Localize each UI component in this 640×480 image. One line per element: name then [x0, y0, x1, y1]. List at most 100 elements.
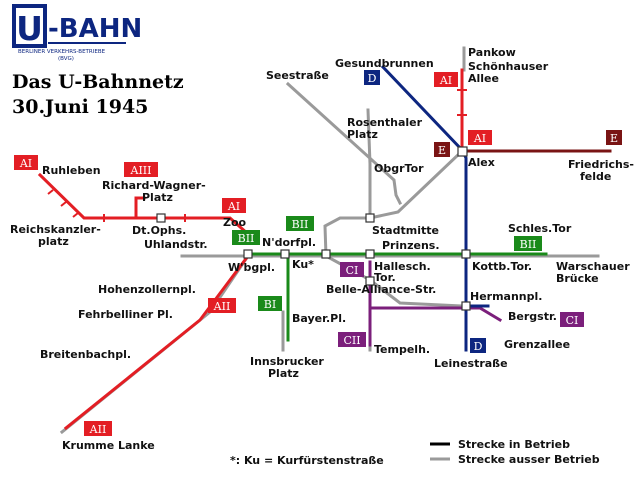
station-tempelhof: Tempelh.	[374, 343, 430, 356]
station-reichskanzlerplatz-2: platz	[38, 235, 69, 248]
station-seestrasse: Seestraße	[266, 69, 329, 82]
svg-text:CI: CI	[566, 314, 579, 327]
station-reichskanzlerplatz: Reichskanzler-	[10, 223, 101, 236]
tag-aiii-rwp: AIII	[124, 162, 158, 177]
interchange-prinzenstrasse	[365, 249, 375, 259]
svg-text:BII: BII	[292, 218, 309, 231]
logo-subtitle-bvg: (BVG)	[58, 56, 74, 62]
tag-ai-pankow: AI	[434, 72, 458, 87]
legend-active-label: Strecke in Betrieb	[458, 438, 570, 451]
station-stadtmitte: Stadtmitte	[372, 224, 439, 237]
tag-aii-krumme: AII	[84, 421, 112, 436]
station-alex: Alex	[468, 156, 495, 169]
station-deutsche-oper: Dt.Ophs.	[132, 224, 186, 237]
station-hallesches-tor: Hallesch.	[374, 260, 431, 273]
station-bayerischer-platz: Bayer.Pl.	[292, 312, 346, 325]
closed-line-alex-west	[323, 150, 463, 258]
station-nollendorfplatz: N'dorfpl.	[262, 236, 316, 249]
station-friedrichsfelde-2: felde	[580, 170, 611, 183]
station-ruhleben: Ruhleben	[42, 164, 101, 177]
logo-u-square	[12, 4, 47, 48]
tag-bii-schles: BII	[514, 236, 542, 251]
tag-d-gesund: D	[364, 70, 380, 85]
interchange-ku	[321, 249, 331, 259]
interchange-nollendorfplatz	[280, 249, 290, 259]
station-grenzallee: Grenzallee	[504, 338, 570, 351]
map-title: Das U-Bahnnetz	[12, 71, 184, 93]
svg-text:AII: AII	[89, 423, 107, 436]
logo-subtitle: BERLINER VERKEHRS-BETRIEBE	[18, 49, 106, 55]
tag-aii-fehrbelliner: AII	[208, 298, 236, 313]
station-schoenhauser: Schönhauser	[468, 60, 549, 73]
interchange-alex	[457, 146, 468, 157]
station-innsbrucker: Innsbrucker	[250, 355, 324, 368]
station-innsbrucker-platz: Platz	[268, 367, 299, 380]
station-zoo: Zoo	[223, 216, 247, 229]
svg-text:AI: AI	[227, 200, 240, 213]
svg-text:CI: CI	[346, 264, 359, 277]
station-rosenthaler-platz: Platz	[347, 128, 378, 141]
interchange-hermannplatz	[461, 301, 471, 311]
map-date: 30.Juni 1945	[12, 96, 148, 118]
interchange-stadtmitte	[365, 213, 375, 223]
station-gesundbrunnen: Gesundbrunnen	[335, 57, 434, 70]
station-pankow: Pankow	[468, 46, 516, 59]
tag-ci-bergstr: CI	[560, 312, 584, 327]
tag-bii-uhland: BII	[232, 230, 260, 245]
station-hohenzollernplatz: Hohenzollernpl.	[98, 283, 196, 296]
svg-text:BII: BII	[238, 232, 255, 245]
station-rosenthaler: Rosenthaler	[347, 116, 423, 129]
svg-text:D: D	[368, 72, 377, 85]
svg-text:BI: BI	[264, 298, 276, 311]
svg-text:AIII: AIII	[130, 164, 152, 177]
closed-line-seestrasse	[285, 81, 403, 206]
station-richard-wagner-platz: Platz	[142, 191, 173, 204]
station-hallesches-tor-2: Tor.	[374, 271, 396, 284]
tag-e-friedrichsfelde: E	[606, 130, 622, 145]
svg-text:CII: CII	[343, 334, 360, 347]
legend: Strecke in Betrieb Strecke ausser Betrie…	[430, 438, 600, 466]
line-tags: AI AI AI AI AII AII AIII BII BII BII BI …	[14, 70, 622, 436]
svg-text:E: E	[610, 132, 618, 145]
station-labels: Pankow Schönhauser Allee Gesundbrunnen S…	[10, 46, 634, 452]
station-krumme-lanke: Krumme Lanke	[62, 439, 155, 452]
station-leinestrasse: Leinestraße	[434, 357, 508, 370]
line-a-iii	[134, 196, 146, 220]
legend-inactive-label: Strecke ausser Betrieb	[458, 453, 600, 466]
svg-text:AI: AI	[439, 74, 452, 87]
station-friedrichsfelde: Friedrichs-	[568, 158, 634, 171]
svg-text:AII: AII	[213, 300, 231, 313]
station-tick	[47, 189, 54, 195]
station-schlesisches-tor: Schles.Tor	[508, 222, 572, 235]
station-belle-alliance: Belle-Alliance-Str.	[326, 283, 436, 296]
station-ticks	[47, 89, 467, 222]
station-hermannplatz: Hermannpl.	[470, 290, 542, 303]
tag-ai-alex: AI	[468, 130, 492, 145]
station-richard-wagner: Richard-Wagner-	[102, 179, 206, 192]
logo-bahn-text: -BAHN	[48, 14, 142, 44]
station-wittenbergplatz: W'bgpl.	[228, 261, 275, 274]
svg-text:AI: AI	[473, 132, 486, 145]
interchange-kottbusser-tor	[461, 249, 471, 259]
station-tick	[72, 212, 79, 218]
svg-text:E: E	[438, 144, 446, 157]
tag-d-leine: D	[470, 338, 486, 353]
tag-bii-stadtmitte: BII	[286, 216, 314, 231]
station-oranienburger-tor: ObgrTor	[374, 162, 424, 175]
station-tick	[60, 201, 67, 207]
station-prinzenstrasse: Prinzens.	[382, 239, 440, 252]
station-warschauer: Warschauer	[556, 260, 630, 273]
interchange-wittenbergplatz	[243, 249, 253, 259]
line-a-ii	[63, 253, 251, 431]
tag-ai-zoo: AI	[222, 198, 246, 213]
interchange-hallesches-tor	[365, 276, 375, 286]
tag-cii-tempelhof: CII	[338, 332, 366, 347]
logo-u-letter: U	[16, 9, 43, 48]
station-breitenbachplatz: Breitenbachpl.	[40, 348, 131, 361]
tag-ai-ruhleben: AI	[14, 155, 38, 170]
svg-text:BII: BII	[520, 238, 537, 251]
tag-e-alex: E	[434, 142, 450, 157]
svg-text:D: D	[474, 340, 483, 353]
station-kottbusser-tor: Kottb.Tor.	[472, 260, 532, 273]
